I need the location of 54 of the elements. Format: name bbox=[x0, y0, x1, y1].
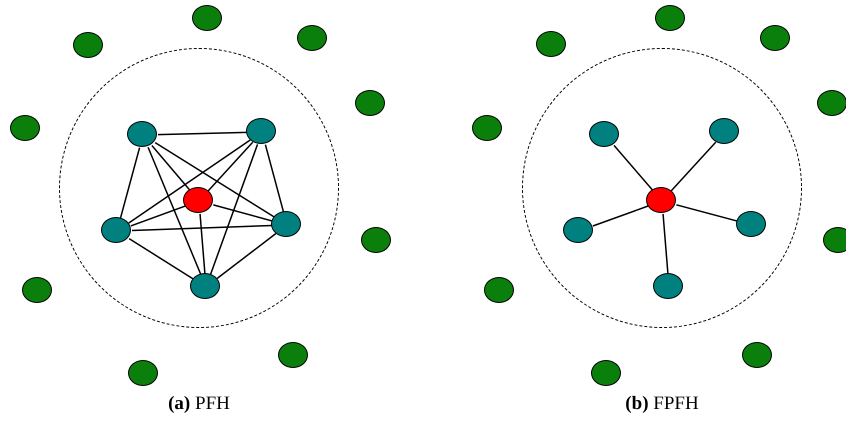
point bbox=[591, 360, 621, 386]
edge-line bbox=[128, 238, 194, 280]
edge-line bbox=[210, 144, 258, 275]
point bbox=[10, 115, 40, 141]
point bbox=[297, 25, 327, 51]
neighbor-point bbox=[127, 121, 158, 148]
edge-line bbox=[147, 146, 202, 276]
point bbox=[760, 25, 790, 51]
neighbor-point bbox=[653, 273, 684, 300]
query-point bbox=[183, 187, 214, 214]
edge-line bbox=[151, 144, 191, 192]
neighbor-point bbox=[736, 211, 766, 238]
point bbox=[278, 342, 308, 368]
subfigure-caption: (a) PFH bbox=[168, 393, 230, 414]
point bbox=[472, 115, 502, 141]
point bbox=[355, 90, 385, 116]
edge-line bbox=[208, 142, 254, 192]
point bbox=[361, 227, 391, 253]
point bbox=[73, 32, 103, 58]
neighborhood-circle bbox=[522, 48, 802, 328]
neighbor-point bbox=[246, 118, 276, 144]
neighbor-point bbox=[101, 217, 132, 244]
edge-line bbox=[154, 142, 276, 218]
edge-line bbox=[130, 205, 186, 227]
edge-line bbox=[199, 214, 206, 274]
edge-line bbox=[670, 142, 716, 192]
edge-line bbox=[213, 204, 273, 222]
point bbox=[817, 90, 846, 116]
point bbox=[742, 342, 772, 368]
edge-line bbox=[132, 224, 272, 232]
edge-line bbox=[592, 205, 648, 227]
neighbor-point bbox=[589, 121, 620, 148]
subfigure-caption: (b) FPFH bbox=[625, 393, 699, 414]
edge-line bbox=[662, 214, 669, 274]
point bbox=[655, 5, 685, 31]
edge-line bbox=[264, 144, 284, 213]
neighbor-point bbox=[190, 273, 220, 300]
point bbox=[128, 360, 158, 386]
neighbor-point bbox=[709, 118, 740, 144]
edge-line bbox=[158, 132, 248, 136]
neighbor-point bbox=[271, 211, 302, 238]
edge-line bbox=[613, 144, 654, 192]
edge-line bbox=[120, 147, 140, 219]
edge-line bbox=[676, 204, 738, 222]
point bbox=[484, 277, 514, 303]
point bbox=[192, 5, 222, 31]
point bbox=[22, 277, 52, 303]
edge-line bbox=[128, 139, 251, 224]
query-point bbox=[646, 187, 676, 214]
edge-line bbox=[216, 233, 276, 279]
neighborhood-circle bbox=[59, 48, 339, 328]
point bbox=[823, 227, 846, 253]
neighbor-point bbox=[563, 217, 594, 244]
point bbox=[536, 31, 566, 57]
